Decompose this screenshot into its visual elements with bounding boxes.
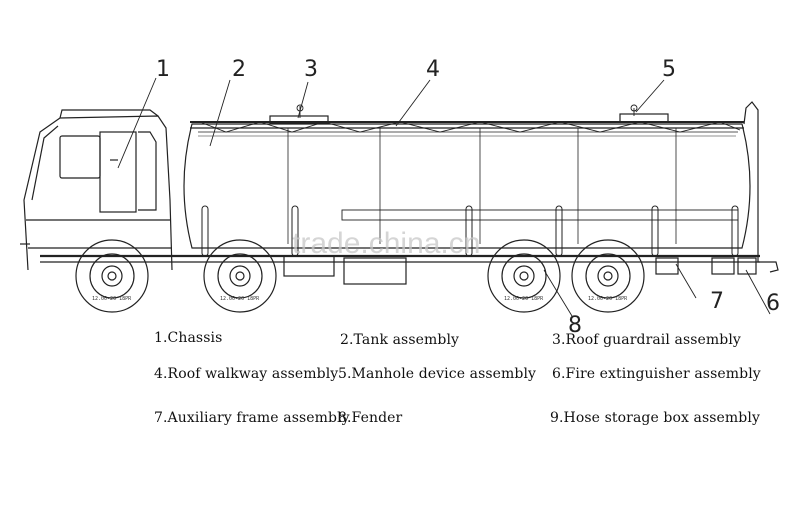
tank-body <box>183 101 779 273</box>
callout-6: 6 <box>766 291 780 316</box>
legend-item-manhole: 5.Manhole device assembly <box>338 366 537 382</box>
watermark: trade.china.cn <box>292 227 480 260</box>
chassis-frame <box>40 254 760 285</box>
fire-extinguisher-box <box>655 257 679 275</box>
tire-markings: 12.00-20 18PR 12.00-20 18PR 12.00-20 18P… <box>92 296 628 302</box>
legend-item-hose-storage-box: 9.Hose storage box assembly <box>550 410 760 426</box>
tire-marking-second: 12.00-20 18PR <box>220 296 260 302</box>
callout-numbers: 1 2 3 4 5 6 7 8 <box>156 57 780 338</box>
tire-marking-front: 12.00-20 18PR <box>92 296 132 302</box>
callout-7: 7 <box>710 289 724 314</box>
leader-lines <box>117 77 771 317</box>
legend-item-fender: 8.Fender <box>338 410 403 426</box>
callout-3: 3 <box>304 57 318 82</box>
wheel-second <box>203 239 277 313</box>
wheel-third <box>487 239 561 313</box>
truck-cab <box>20 109 173 271</box>
legend-item-chassis: 1.Chassis <box>154 330 223 346</box>
tire-marking-third: 12.00-20 18PR <box>504 296 544 302</box>
tire-marking-fourth: 12.00-20 18PR <box>588 296 628 302</box>
legend-item-auxiliary-frame: 7.Auxiliary frame assembly <box>154 410 350 426</box>
callout-1: 1 <box>156 57 170 82</box>
legend-item-roof-walkway: 4.Roof walkway assembly <box>154 366 339 382</box>
callout-4: 4 <box>426 57 440 82</box>
callout-2: 2 <box>232 57 246 82</box>
hose-storage-box <box>343 257 407 285</box>
wheel-fourth <box>571 239 645 313</box>
wheel-front <box>75 239 149 313</box>
legend-item-roof-guardrail: 3.Roof guardrail assembly <box>552 332 741 348</box>
callout-8: 8 <box>568 313 582 338</box>
callout-5: 5 <box>662 57 676 82</box>
legend-item-tank: 2.Tank assembly <box>340 332 460 348</box>
legend-item-fire-extinguisher: 6.Fire extinguisher assembly <box>552 366 761 382</box>
